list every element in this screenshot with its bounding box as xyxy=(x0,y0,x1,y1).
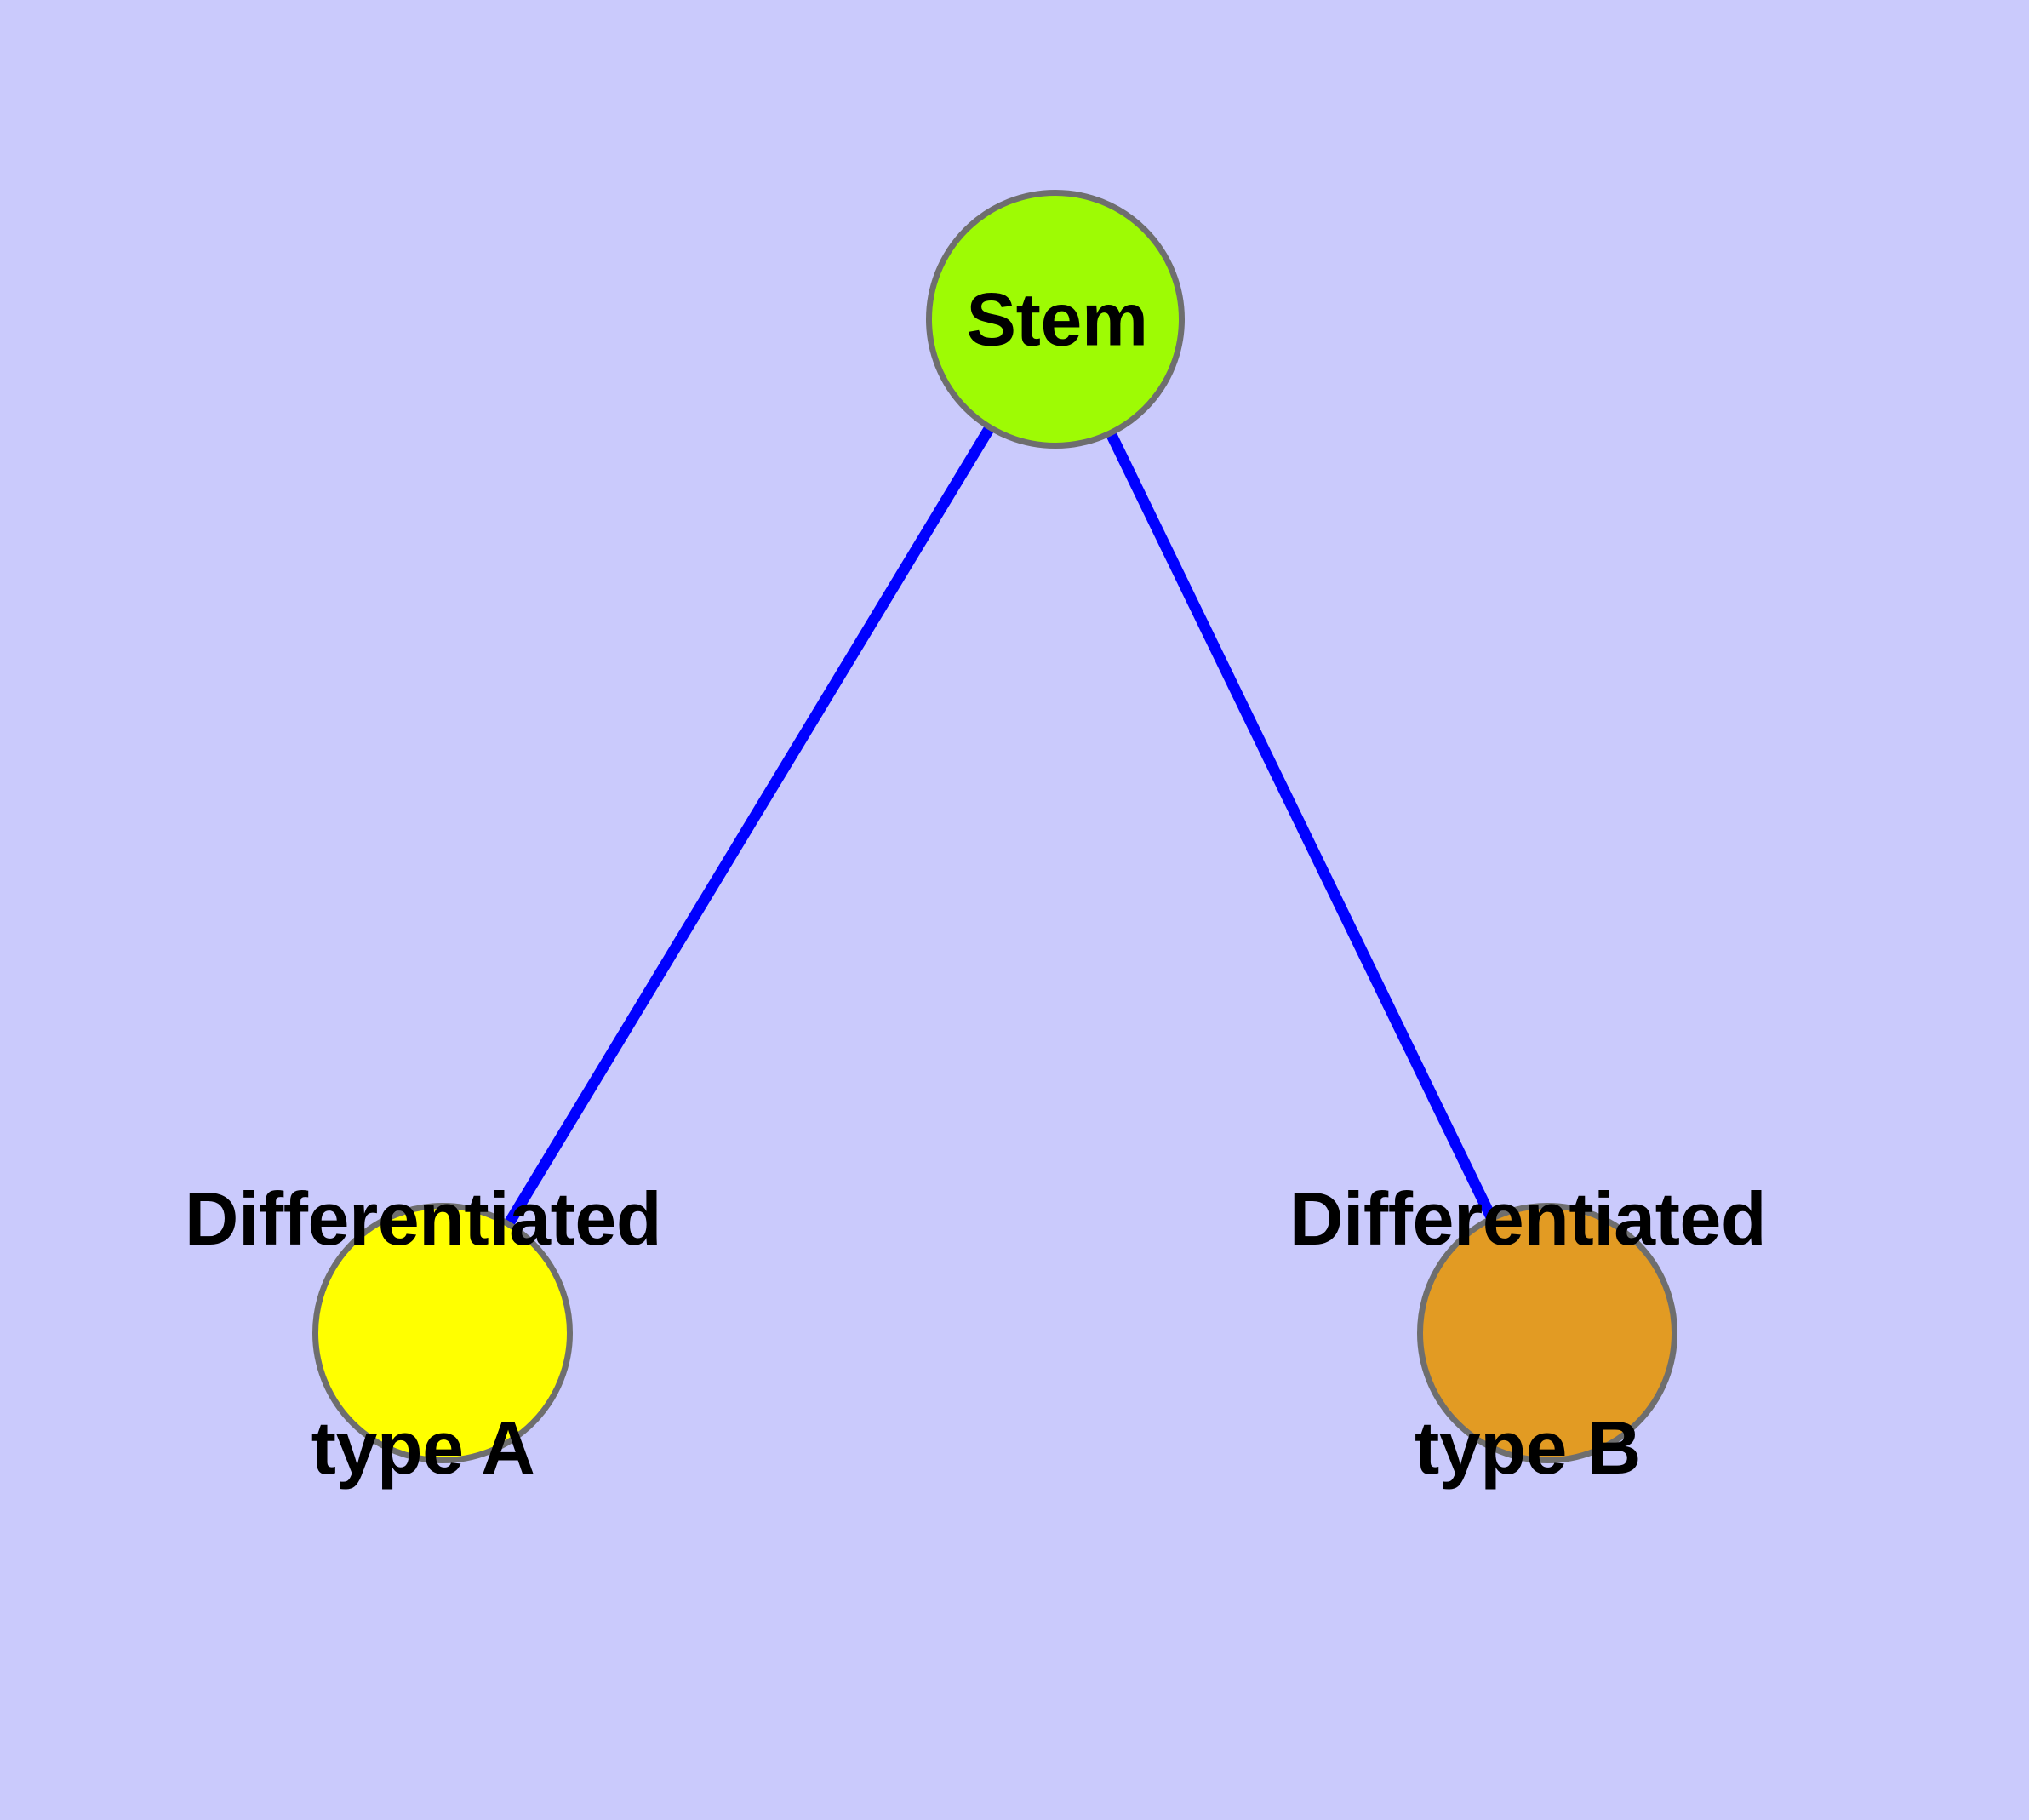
node-stem[interactable] xyxy=(926,190,1185,449)
edge-stem-to-differentiated-type-b[interactable] xyxy=(1105,430,1497,1222)
edge-layer xyxy=(503,424,1497,1228)
node-differentiated-type-b[interactable] xyxy=(1417,1203,1677,1463)
node-differentiated-type-a[interactable] xyxy=(312,1203,573,1463)
node-layer xyxy=(312,190,1677,1463)
edge-stem-to-differentiated-type-a[interactable] xyxy=(503,424,995,1228)
